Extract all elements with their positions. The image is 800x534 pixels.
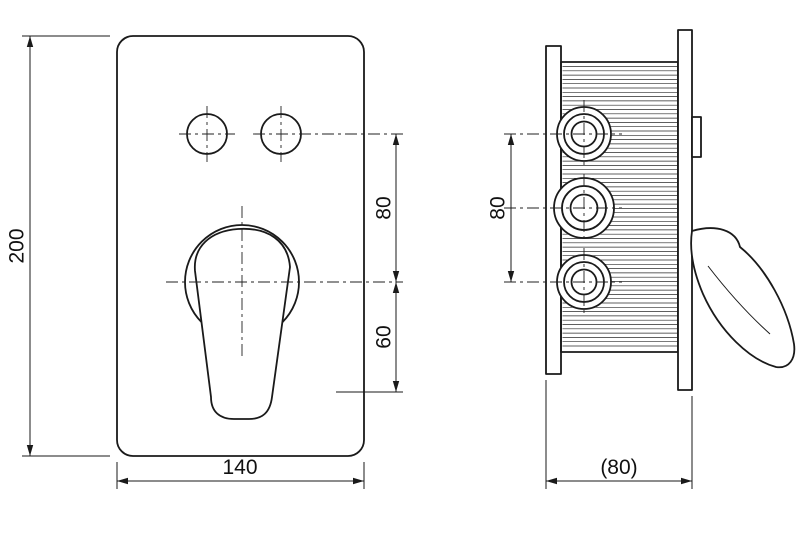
arrow-down-icon — [26, 445, 34, 456]
dim-front-width: 140 — [222, 456, 257, 479]
arrow-left-icon — [546, 477, 557, 485]
dim-front-upper-span: 80 — [373, 196, 396, 219]
side-dimensions: 80 (80) — [487, 134, 693, 489]
side-lever-detail-line — [707, 265, 771, 335]
arrow-left-icon — [117, 477, 128, 485]
dim-side-depth: (80) — [600, 456, 637, 479]
arrow-right-icon — [353, 477, 364, 485]
arrow-up-icon — [392, 134, 400, 145]
dim-front-height: 200 — [6, 228, 29, 263]
diverter-button-edge — [691, 116, 702, 158]
arrow-down-icon — [392, 381, 400, 392]
side-lever — [690, 227, 796, 369]
arrow-down-icon — [507, 271, 515, 282]
front-view — [116, 35, 403, 457]
side-view — [504, 29, 796, 391]
front-dimensions: 200 140 80 60 — [6, 35, 403, 489]
front-plate — [116, 35, 365, 457]
dim-front-lower-span: 60 — [373, 325, 396, 348]
arrow-up-icon — [26, 36, 34, 47]
arrow-down-icon — [392, 271, 400, 282]
cover-plate-edge — [677, 29, 693, 391]
mixer-lever — [194, 228, 291, 420]
arrow-up-icon — [507, 134, 515, 145]
arrow-right-icon — [681, 477, 692, 485]
dim-side-port-span: 80 — [487, 196, 510, 219]
arrow-up-icon — [392, 282, 400, 293]
